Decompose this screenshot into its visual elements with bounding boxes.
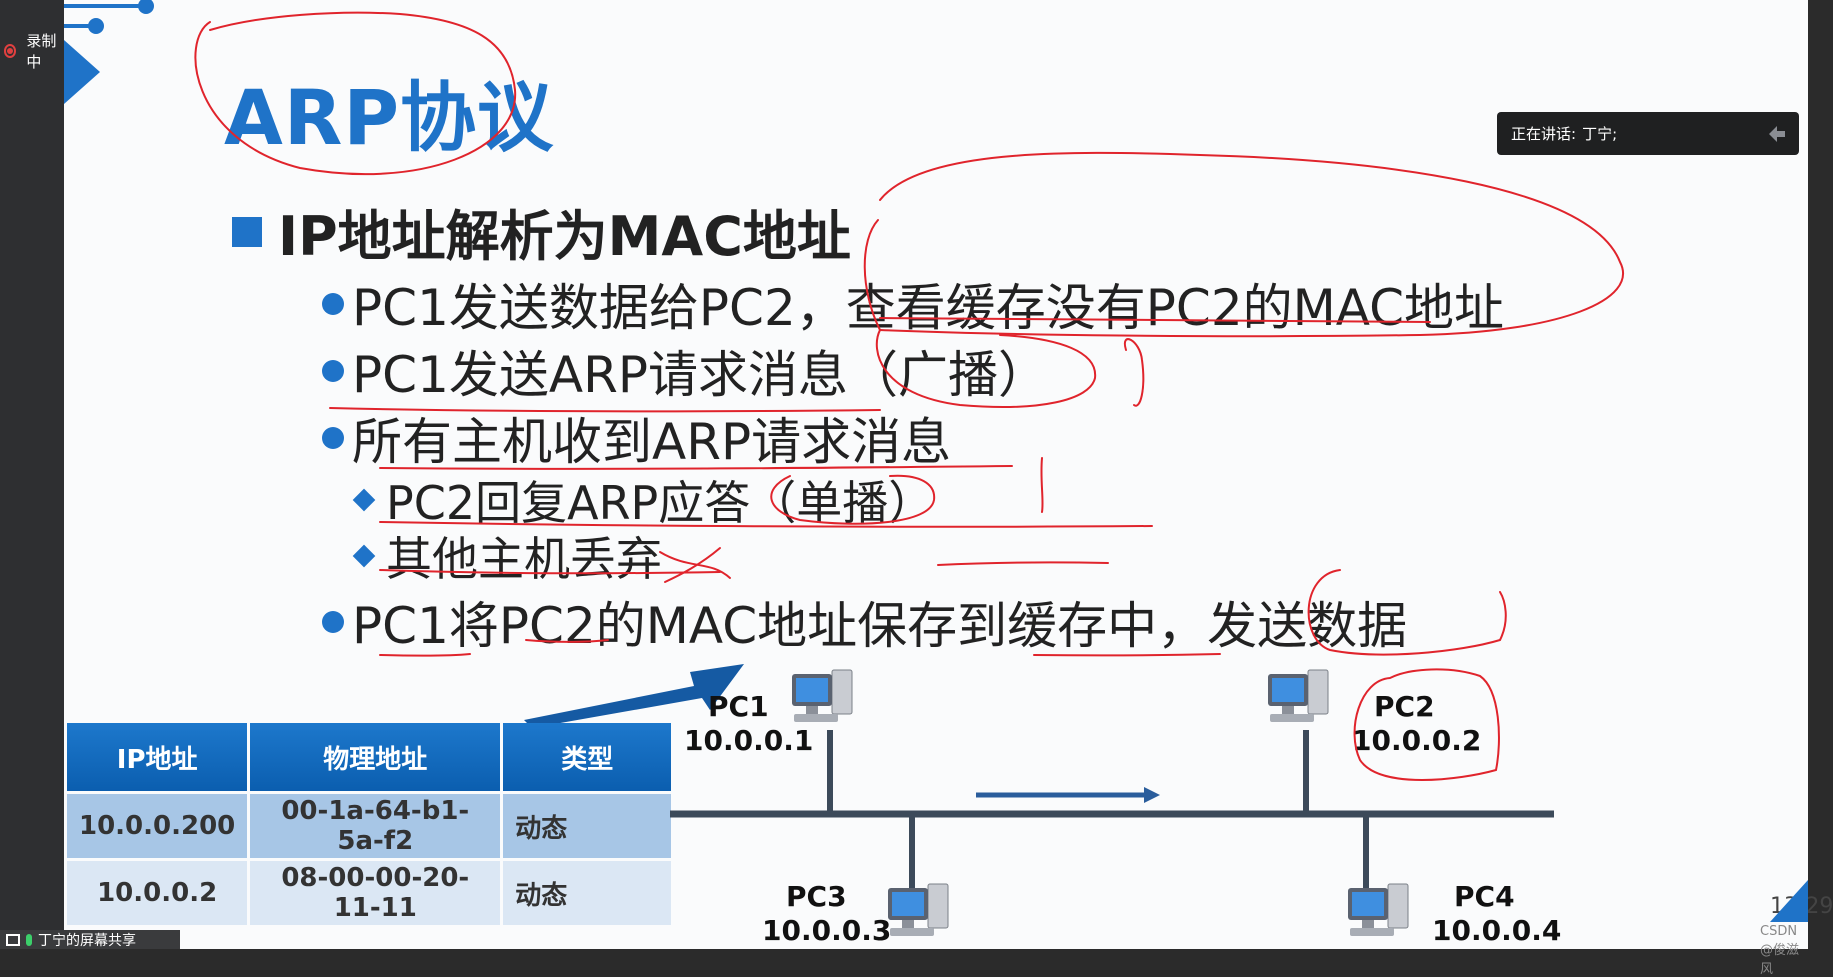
arp-cache-table: IP地址 物理地址 类型 10.0.0.200 00-1a-64-b1-5a-f… [64, 720, 674, 928]
bullet-text: PC1将PC2的MAC地址保存到缓存中，发送数据 [352, 597, 1408, 655]
computer-icon [1348, 883, 1409, 936]
table-header: 物理地址 [250, 723, 501, 791]
host-ip: 10.0.0.4 [1432, 914, 1562, 947]
network-diagram [670, 730, 1554, 888]
table-cell: 08-00-00-20-11-11 [250, 861, 501, 925]
table-header: 类型 [503, 723, 672, 791]
host-pc3: PC3 10.0.0.3 [762, 880, 891, 948]
computer-icon [1268, 669, 1329, 722]
sub-bullet-text: 其他主机丢弃 [386, 532, 662, 586]
host-pc1: PC1 10.0.0.1 [684, 690, 813, 758]
host-name: PC3 [786, 880, 847, 913]
table-cell: 00-1a-64-b1-5a-f2 [250, 794, 501, 858]
host-name: PC1 [708, 690, 769, 723]
speaker-name: 丁宁; [1582, 125, 1618, 143]
round-bullet-icon [322, 611, 344, 633]
round-bullet-icon [322, 293, 344, 315]
record-icon [4, 44, 17, 58]
corner-triangle-decoration [1770, 880, 1808, 922]
recording-label: 录制中 [26, 32, 57, 71]
table-header: IP地址 [67, 723, 248, 791]
recording-indicator[interactable]: 录制中 [4, 30, 64, 72]
slide-heading: IP地址解析为MAC地址 [232, 192, 851, 271]
share-icon [6, 933, 20, 946]
host-name: PC4 [1454, 880, 1515, 913]
speaking-label: 正在讲话: [1511, 125, 1577, 143]
collapse-arrow-icon[interactable] [1765, 122, 1789, 146]
heading-text: IP地址解析为MAC地址 [278, 205, 851, 268]
screen-share-bar[interactable]: 丁宁的屏幕共享 [0, 930, 180, 949]
square-bullet-icon [232, 216, 262, 247]
pointer-arrow-icon [524, 664, 744, 728]
corner-decoration [64, 0, 154, 104]
bullet-text: 所有主机收到ARP请求消息 [352, 413, 952, 471]
host-ip: 10.0.0.1 [684, 724, 814, 757]
round-bullet-icon [322, 360, 344, 382]
mic-icon [26, 933, 32, 946]
computer-icon [792, 669, 853, 722]
share-label: 丁宁的屏幕共享 [38, 932, 136, 949]
table-row: 10.0.0.2 08-00-00-20-11-11 动态 [67, 861, 672, 925]
csdn-watermark: CSDN @俊滋风 [1760, 924, 1800, 977]
table-cell: 动态 [503, 794, 672, 858]
speaking-indicator[interactable]: 正在讲话: 丁宁; [1497, 112, 1799, 155]
bullet-4: PC1将PC2的MAC地址保存到缓存中，发送数据 [322, 586, 1407, 658]
host-name: PC2 [1374, 690, 1435, 723]
host-pc2: PC2 10.0.0.2 [1352, 690, 1481, 758]
round-bullet-icon [322, 427, 344, 449]
bullet-3: 所有主机收到ARP请求消息 [322, 402, 951, 474]
host-pc4: PC4 10.0.0.4 [1432, 880, 1561, 948]
host-ip: 10.0.0.2 [1352, 724, 1482, 757]
host-ip: 10.0.0.3 [762, 914, 892, 947]
sub-bullet-2: 其他主机丢弃 [352, 523, 662, 589]
table-row: 10.0.0.200 00-1a-64-b1-5a-f2 动态 [67, 794, 672, 858]
left-sidebar: 录制中 [0, 0, 64, 949]
table-cell: 动态 [503, 861, 672, 925]
table-cell: 10.0.0.2 [67, 861, 248, 925]
table-cell: 10.0.0.200 [67, 794, 248, 858]
computer-icon [888, 883, 949, 936]
